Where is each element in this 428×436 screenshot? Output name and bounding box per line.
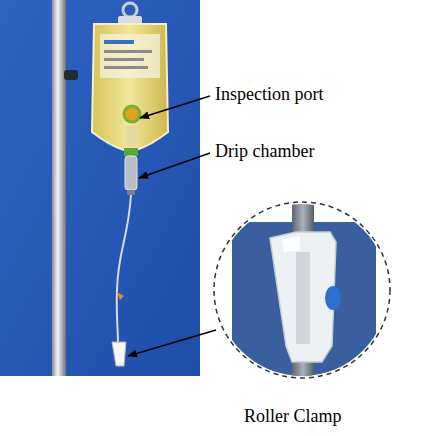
part-label: Drip chamber bbox=[215, 141, 314, 163]
part-label: Roller Clamp bbox=[244, 406, 342, 428]
part-label: Inspection port bbox=[215, 84, 323, 106]
